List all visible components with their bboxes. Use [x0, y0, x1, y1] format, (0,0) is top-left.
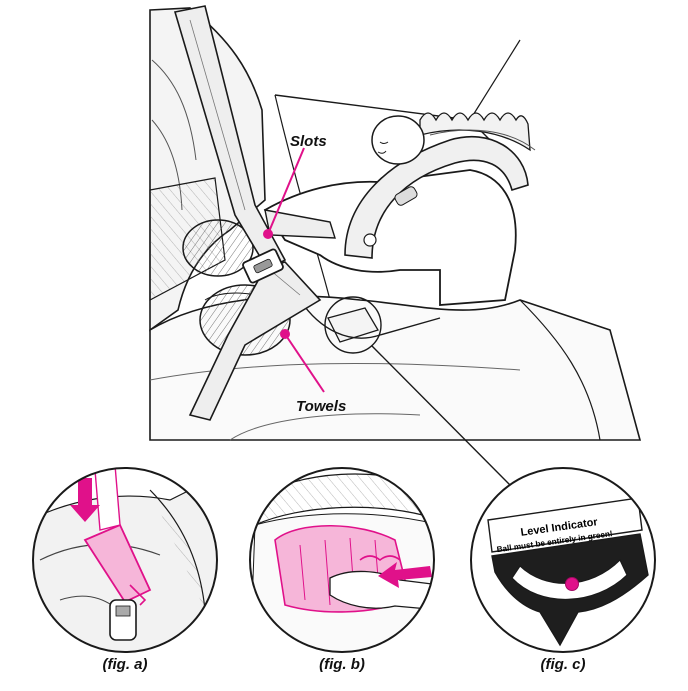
magnifier-connector	[371, 345, 513, 488]
shoulder-belt	[173, 5, 287, 272]
towels-label: Towels	[296, 398, 346, 415]
infant-carrier-shell	[263, 169, 517, 306]
handle-button	[394, 186, 418, 206]
towels-marker	[280, 329, 290, 339]
slots-marker	[263, 229, 273, 239]
towels-leader-line	[284, 333, 325, 393]
fig-a-detail	[32, 467, 218, 653]
belt-through-slot	[264, 209, 336, 239]
lap-belt	[188, 261, 322, 421]
push-in-arrow-icon	[378, 562, 432, 588]
handle-pivot	[363, 233, 377, 247]
slots-leader-line	[267, 147, 305, 235]
carrier-level-window	[299, 299, 441, 343]
fig-b-caption: (fig. b)	[319, 656, 365, 673]
fig-b-detail	[249, 467, 435, 653]
fig-c-detail: Level Indicator Ball must be entirely in…	[470, 467, 656, 653]
level-indicator-label	[487, 497, 643, 553]
push-down-arrow-icon	[70, 478, 100, 522]
baby-head	[371, 115, 425, 165]
fig-c-caption: (fig. c)	[540, 656, 586, 673]
level-indicator-ball	[565, 577, 579, 591]
level-indicator-window	[511, 558, 628, 600]
main-illustration: Slots Towels	[149, 5, 642, 488]
slots-label: Slots	[290, 133, 327, 150]
fig-a-caption: (fig. a)	[102, 656, 148, 673]
magnifier-circle	[324, 296, 382, 354]
